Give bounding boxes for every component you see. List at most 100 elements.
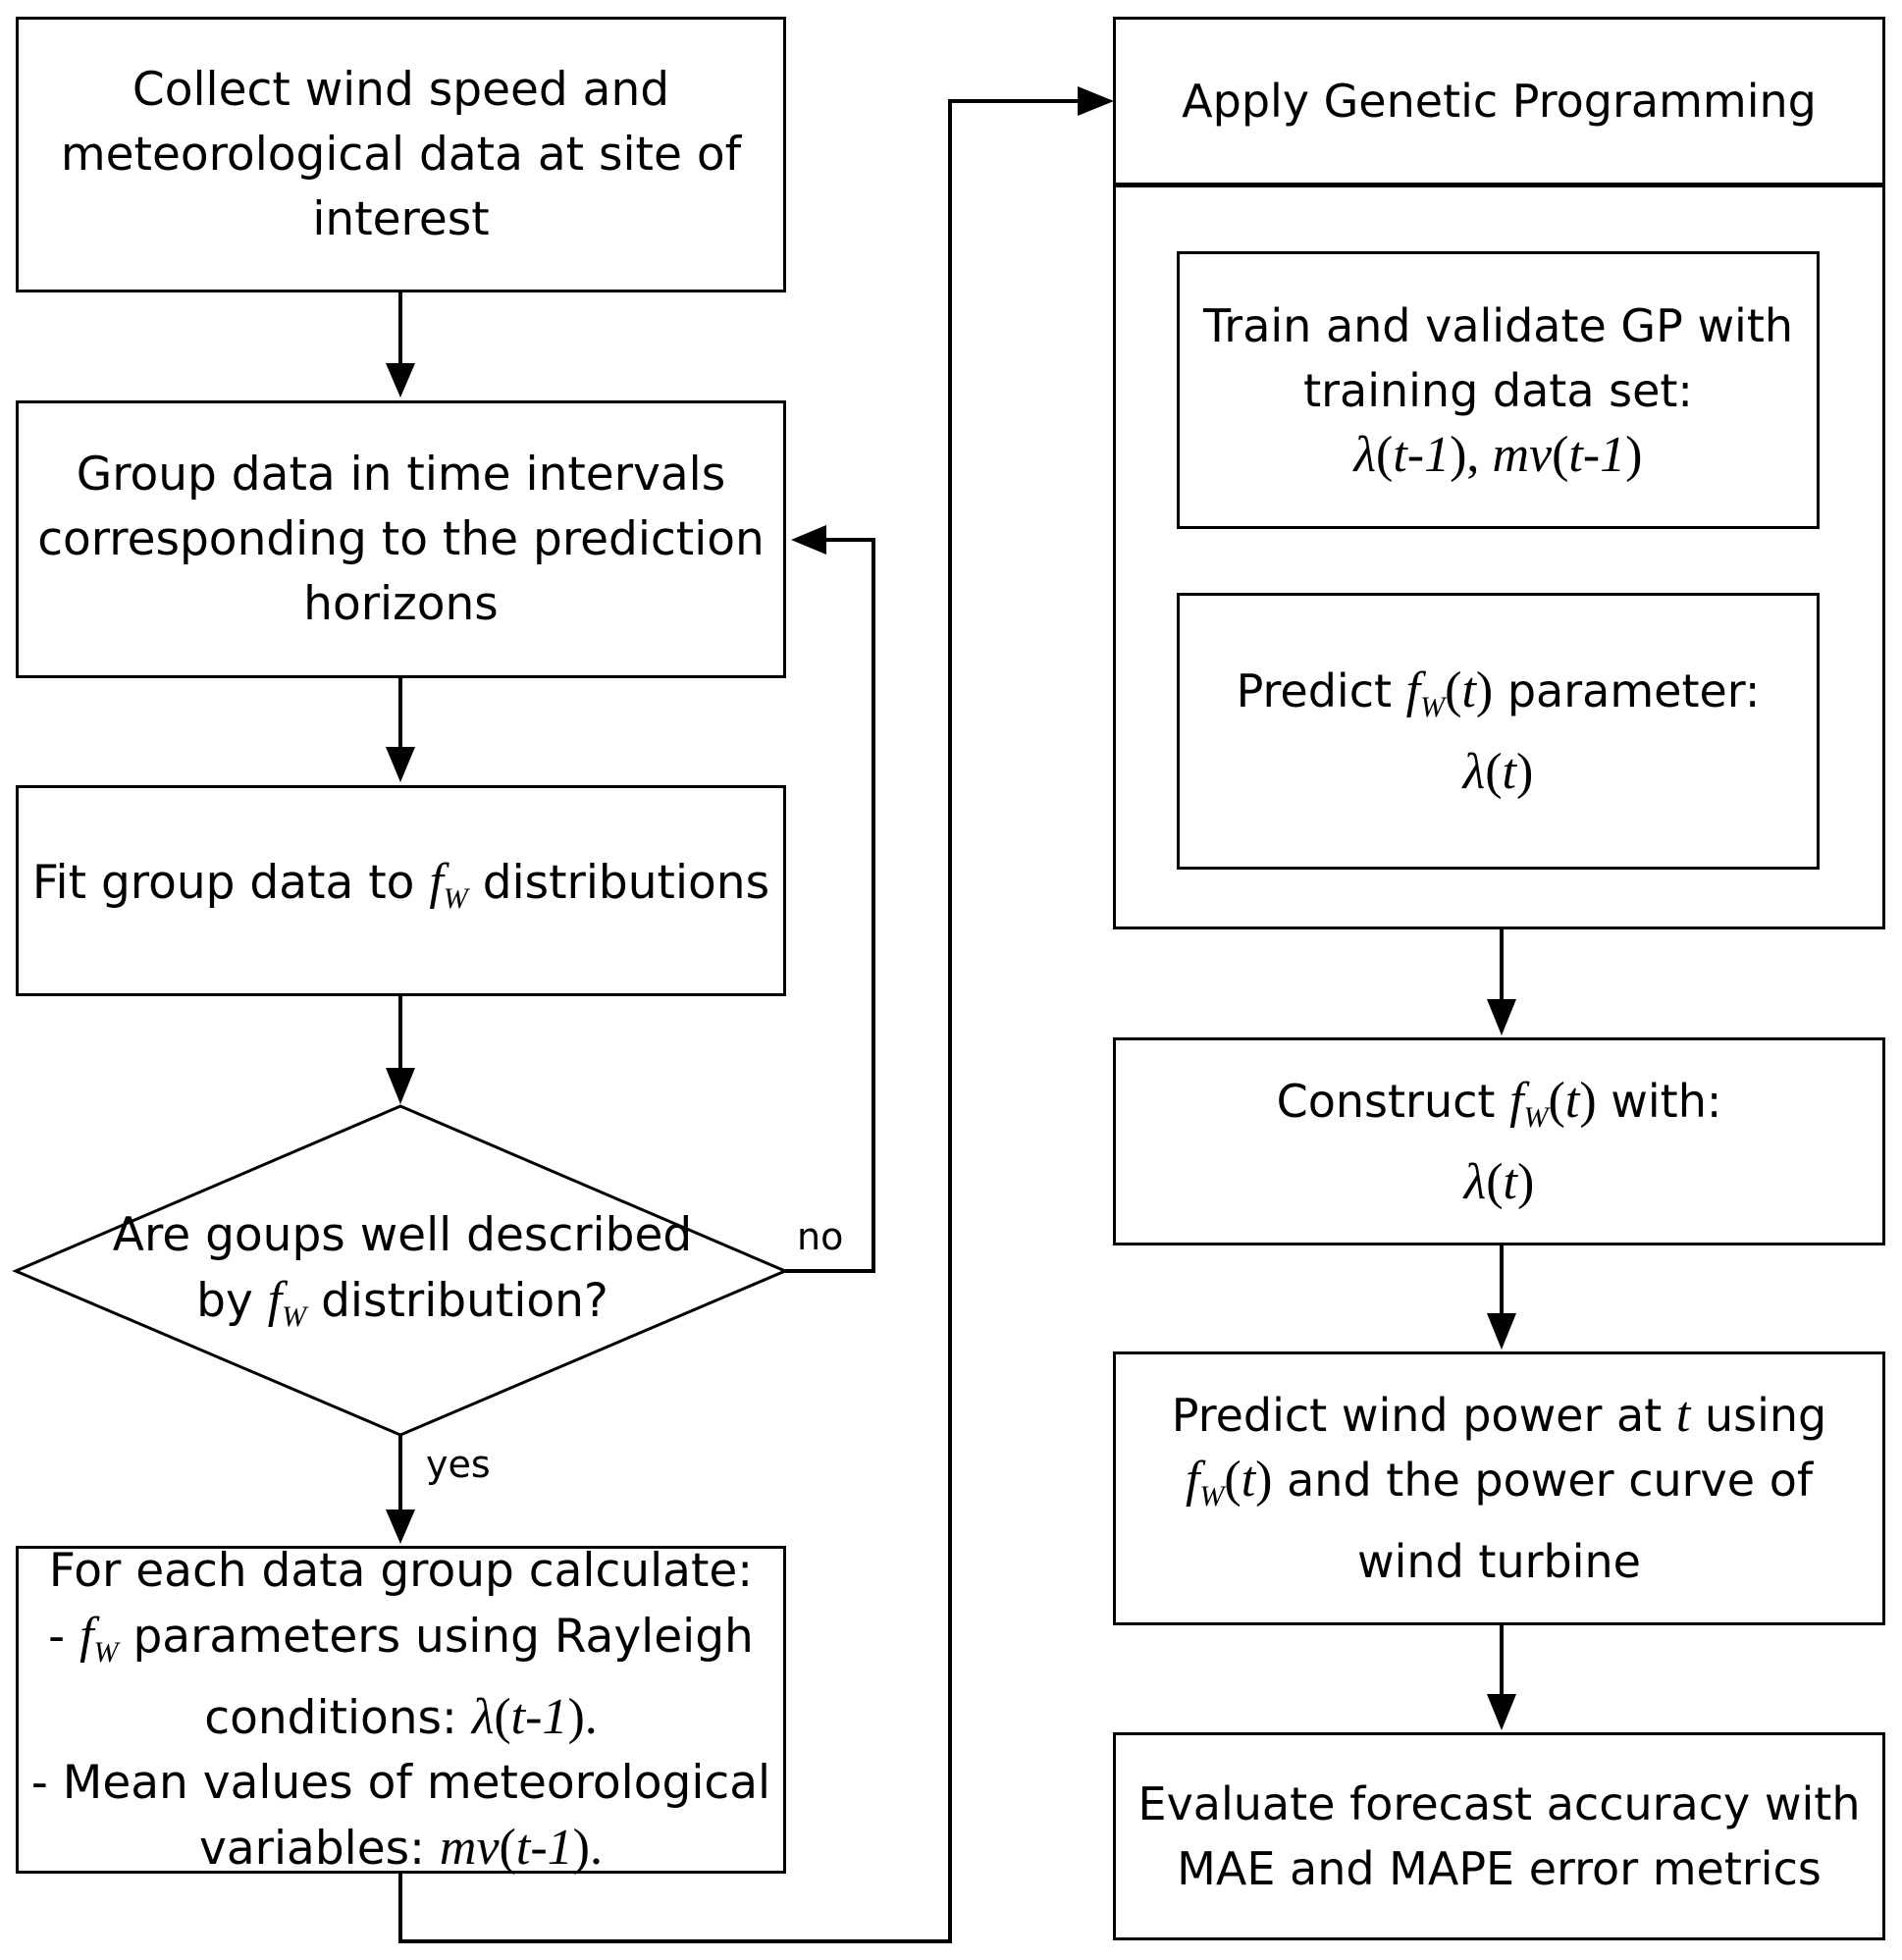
predict-power-t: t xyxy=(1675,1387,1691,1443)
train-paren-close-comma: ), xyxy=(1450,426,1493,483)
calculate-line-3-pre: conditions: xyxy=(204,1690,472,1745)
arrowhead-calculate xyxy=(386,1510,415,1544)
fit-sub-w: W xyxy=(443,882,468,915)
group-line-3: horizons xyxy=(303,576,499,631)
fit-post: distributions xyxy=(467,856,770,910)
predict-param-paren-open: ( xyxy=(1445,662,1462,718)
predict-param-lambda-paren-close: ) xyxy=(1515,743,1534,800)
predict-parameter-box: Predict fW(t) parameter: λ(t) xyxy=(1177,593,1820,870)
construct-paren-close: ) xyxy=(1579,1072,1597,1129)
calculate-line-5: variables: mv(t-1). xyxy=(199,1816,603,1881)
train-lambda: λ xyxy=(1353,426,1377,483)
connector-to-apply-gp xyxy=(398,99,1080,1943)
calculate-f-symbol: f xyxy=(79,1607,94,1664)
construct-pre: Construct xyxy=(1276,1074,1510,1128)
calculate-line-5-t-minus-1: t-1 xyxy=(515,1819,573,1876)
evaluate-line-2: MAE and MAPE error metrics xyxy=(1177,1842,1822,1895)
predict-power-line-2: fW(t) and the power curve of xyxy=(1186,1448,1813,1529)
calculate-lambda: λ xyxy=(471,1688,495,1745)
predict-param-paren-close: ) xyxy=(1475,662,1494,718)
predict-param-post: parameter: xyxy=(1493,663,1761,717)
predict-param-pre: Predict xyxy=(1236,663,1406,717)
construct-f-symbol: f xyxy=(1509,1072,1524,1129)
fit-distribution-box: Fit group data to fW distributions xyxy=(16,785,786,996)
arrowhead-construct xyxy=(1487,999,1516,1035)
construct-sub-w: W xyxy=(1523,1100,1549,1134)
predict-power-f-t: t xyxy=(1241,1452,1256,1508)
calculate-line-5-paren-open: ( xyxy=(499,1819,516,1876)
predict-param-f-symbol: f xyxy=(1405,662,1421,718)
arrowhead-apply-gp xyxy=(1078,86,1114,116)
predict-param-line-1: Predict fW(t) parameter: xyxy=(1237,659,1761,740)
calculate-line-5-paren-close: ). xyxy=(572,1819,603,1876)
arrowhead-fit xyxy=(386,747,415,782)
construct-lambda-t: t xyxy=(1503,1153,1517,1210)
decision-line-2-post: distribution? xyxy=(306,1273,608,1328)
decision-text: Are goups well described by fW distribut… xyxy=(59,1207,746,1345)
construct-lambda-paren-close: ) xyxy=(1516,1153,1535,1210)
construct-line-2: λ(t) xyxy=(1464,1150,1535,1215)
decision-sub-w: W xyxy=(282,1299,307,1333)
evaluate-line-1: Evaluate forecast accuracy with xyxy=(1137,1777,1861,1830)
decision-line-1: Are goups well described xyxy=(112,1207,693,1262)
construct-line-1: Construct fW(t) with: xyxy=(1277,1069,1722,1150)
calculate-t-minus-1: t-1 xyxy=(510,1688,568,1745)
calculate-box: For each data group calculate: - fW para… xyxy=(16,1544,786,1876)
collect-line-2: meteorological data at site of xyxy=(60,127,742,182)
train-t-minus-1: t-1 xyxy=(1393,426,1451,483)
predict-power-line-1: Predict wind power at t using xyxy=(1172,1383,1826,1448)
calculate-sub-w: W xyxy=(93,1635,119,1669)
construct-box: Construct fW(t) with: λ(t) xyxy=(1113,1037,1885,1245)
train-paren-open: ( xyxy=(1376,426,1394,483)
fit-pre: Fit group data to xyxy=(31,856,430,910)
predict-power-paren-close: ) xyxy=(1255,1452,1273,1508)
apply-gp-label: Apply Genetic Programming xyxy=(1182,75,1817,128)
train-line-2: training data set: xyxy=(1303,363,1693,417)
train-mv-paren-open: ( xyxy=(1552,426,1569,483)
calculate-line-3: conditions: λ(t-1). xyxy=(204,1685,598,1751)
predict-param-lambda-paren-open: ( xyxy=(1485,743,1503,800)
arrowhead-decision xyxy=(386,1068,415,1104)
train-paren-close: ) xyxy=(1625,426,1643,483)
predict-param-sub-w: W xyxy=(1420,690,1446,723)
group-line-1: Group data in time intervals xyxy=(76,447,726,502)
construct-lambda-paren-open: ( xyxy=(1486,1153,1504,1210)
construct-lambda: λ xyxy=(1463,1153,1487,1210)
predict-param-t: t xyxy=(1461,662,1476,718)
yes-label: yes xyxy=(426,1443,491,1486)
predict-power-line-2-post: and the power curve of xyxy=(1272,1454,1814,1507)
arrowhead-no-loop xyxy=(791,525,826,555)
connector-no-loop xyxy=(785,538,875,1273)
predict-power-pre: Predict wind power at xyxy=(1171,1389,1676,1442)
no-label: no xyxy=(797,1215,844,1258)
apply-gp-box: Apply Genetic Programming xyxy=(1113,17,1885,185)
decision-line-2: by fW distribution? xyxy=(196,1268,608,1350)
calculate-line-1: For each data group calculate: xyxy=(48,1543,754,1598)
calculate-paren-open: ( xyxy=(494,1688,511,1745)
construct-post: with: xyxy=(1596,1074,1722,1128)
predict-power-sub-w: W xyxy=(1199,1480,1225,1512)
collect-line-3: interest xyxy=(312,191,490,246)
train-validate-box: Train and validate GP with training data… xyxy=(1177,251,1820,529)
arrowhead-evaluate xyxy=(1487,1694,1516,1730)
group-line-2: corresponding to the prediction xyxy=(37,511,765,566)
calculate-line-2-pre: - xyxy=(48,1609,80,1664)
decision-line-2-pre: by xyxy=(196,1273,268,1328)
predict-power-f-symbol: f xyxy=(1185,1452,1200,1508)
construct-t: t xyxy=(1564,1072,1580,1129)
arrowhead-predict-power xyxy=(1487,1313,1516,1350)
calculate-paren-close: ). xyxy=(567,1688,598,1745)
calculate-line-2-post: parameters using Rayleigh xyxy=(118,1609,754,1664)
calculate-line-2: - fW parameters using Rayleigh xyxy=(48,1604,754,1685)
fit-f-symbol: f xyxy=(429,854,444,910)
arrowhead-group xyxy=(386,363,415,397)
calculate-line-5-pre: variables: xyxy=(199,1821,440,1876)
calculate-mv: mv xyxy=(439,1819,500,1876)
fit-line: Fit group data to fW distributions xyxy=(32,850,769,931)
decision-f-symbol: f xyxy=(267,1271,283,1328)
predict-power-line-3: wind turbine xyxy=(1357,1535,1641,1588)
collect-data-box: Collect wind speed and meteorological da… xyxy=(16,17,786,292)
construct-paren-open: ( xyxy=(1548,1072,1565,1129)
train-line-3: λ(t-1), mv(t-1) xyxy=(1353,423,1642,488)
